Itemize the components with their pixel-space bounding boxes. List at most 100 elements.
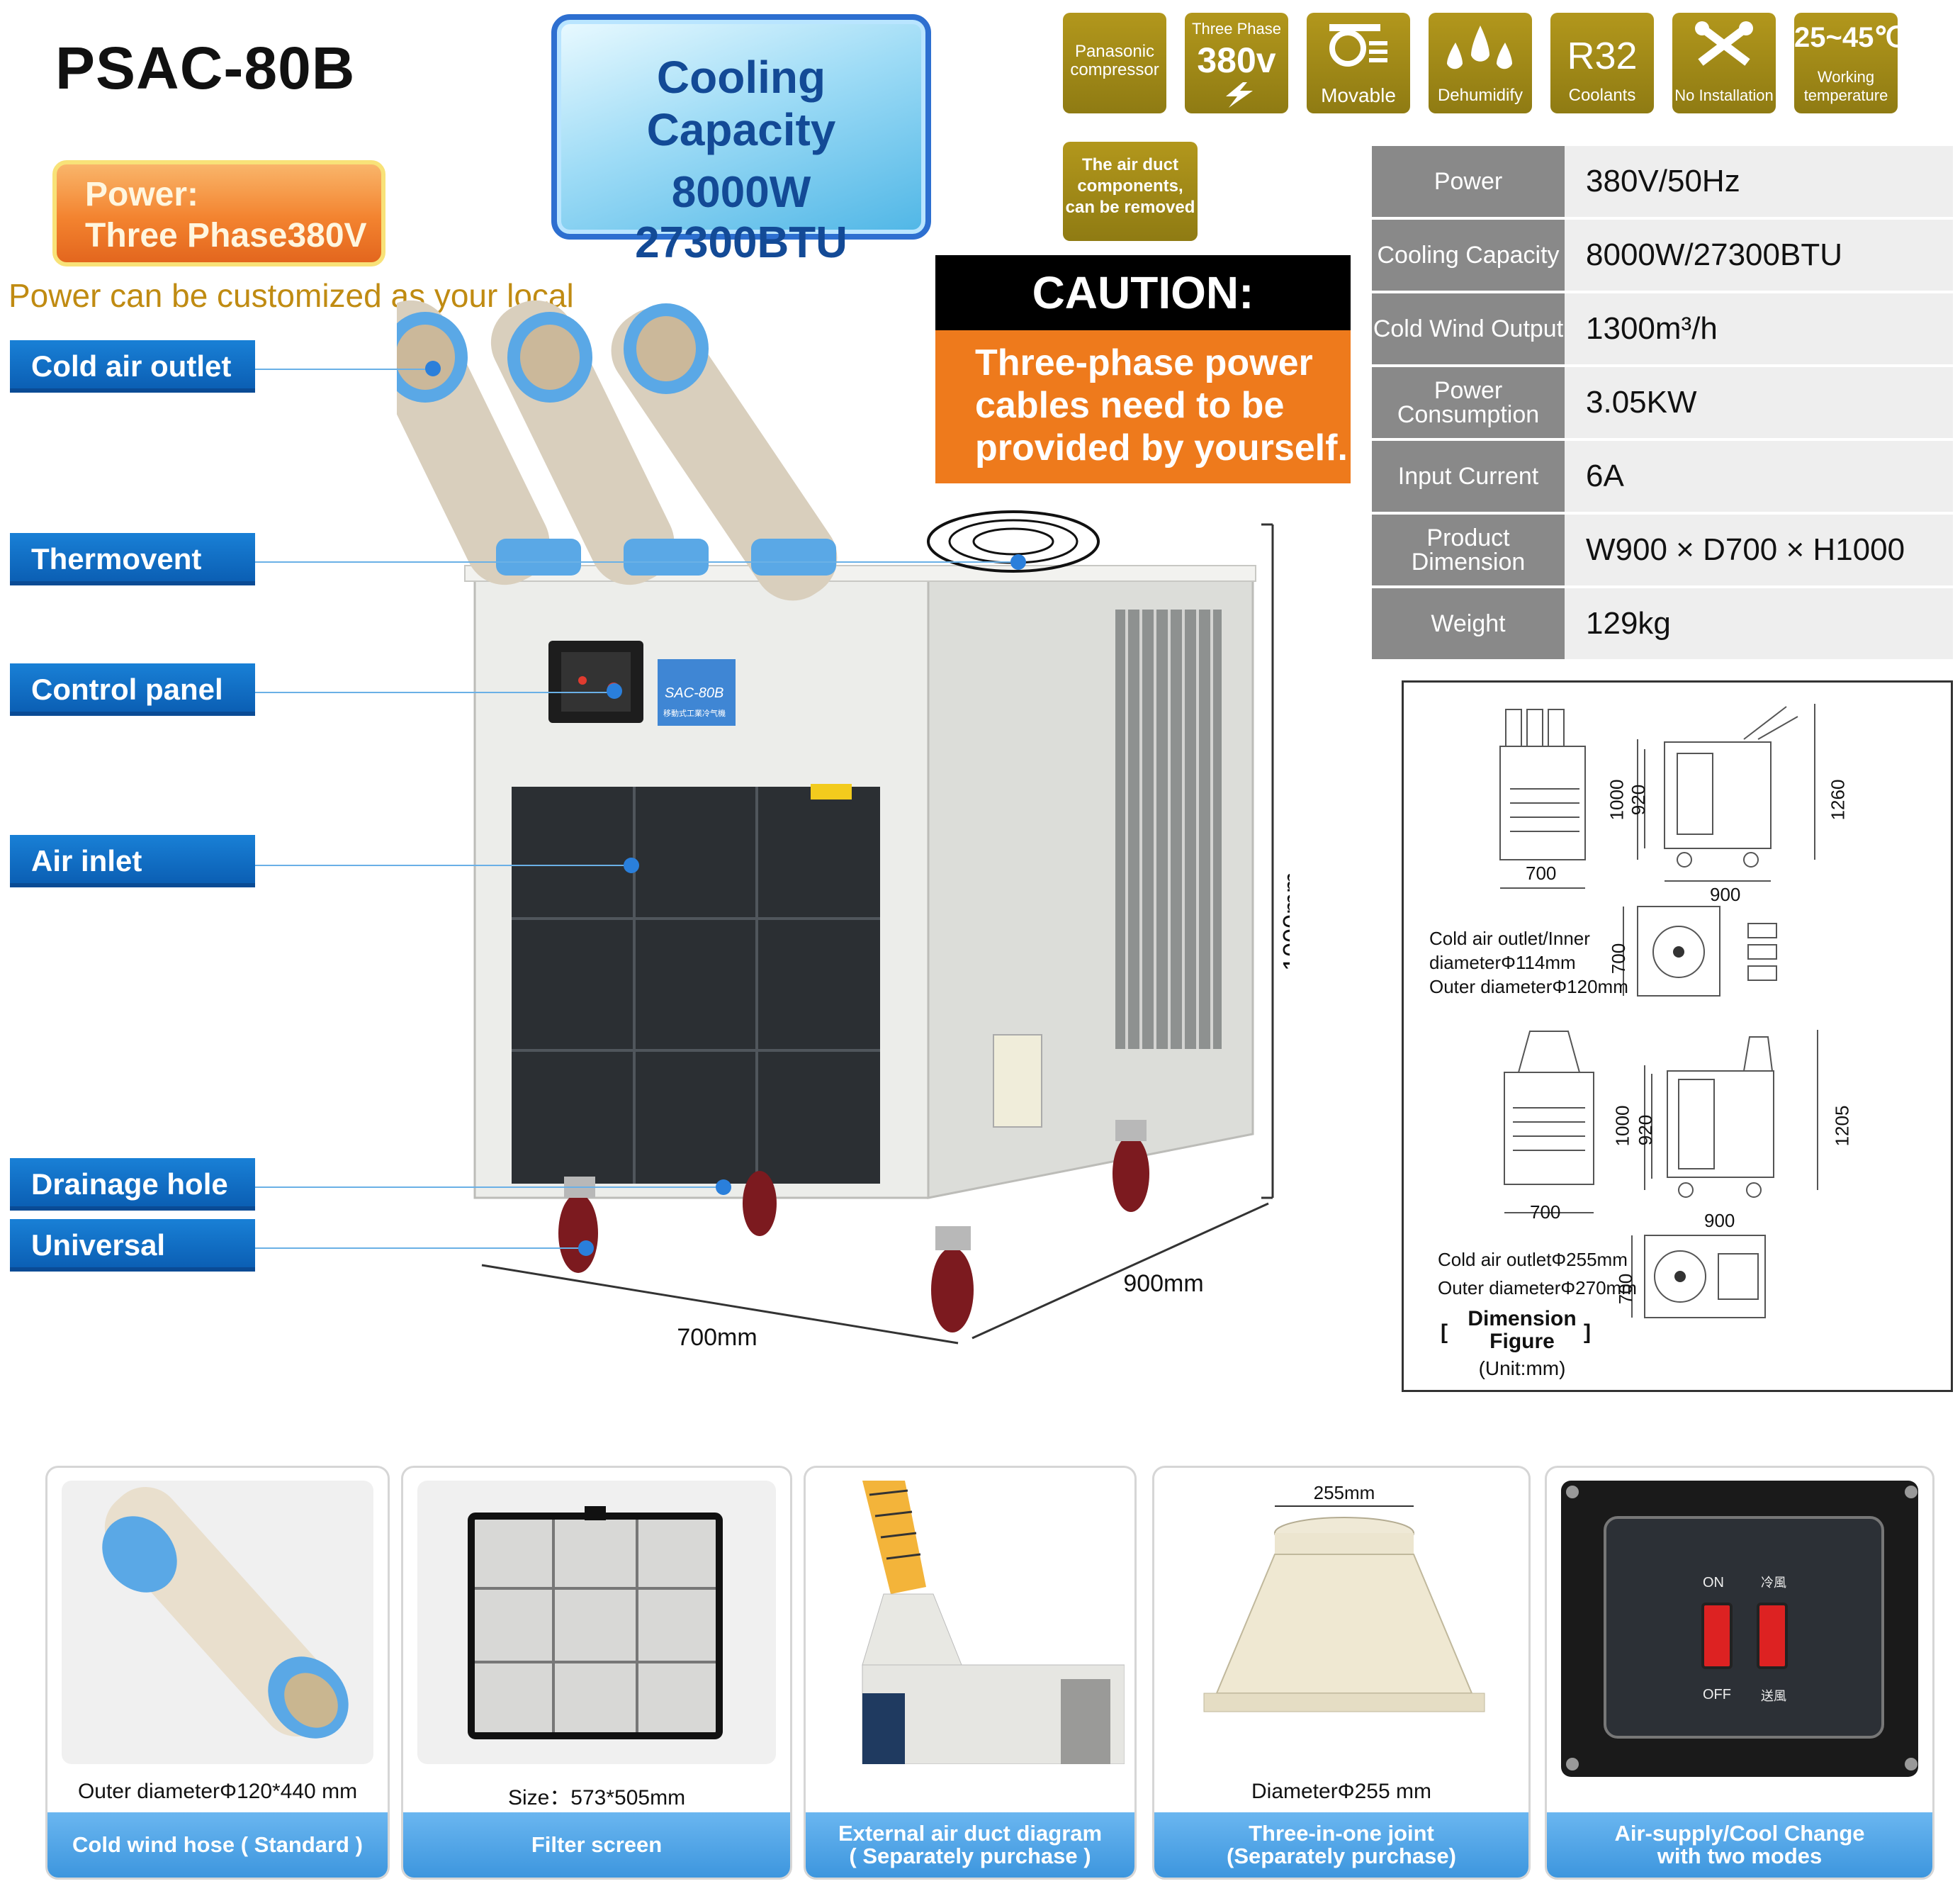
outlet-note-2: Cold air outletΦ255mm Outer diameterΦ270… bbox=[1438, 1245, 1637, 1302]
badge-big: 25~45℃ bbox=[1794, 22, 1906, 53]
card-footer: Filter screen bbox=[403, 1812, 790, 1878]
capacity-btu: 27300BTU bbox=[635, 218, 847, 267]
dim-label: 1260 bbox=[1827, 779, 1849, 821]
label-thermovent: Thermovent bbox=[10, 533, 255, 585]
filter-image bbox=[417, 1481, 776, 1764]
badge-top: Three Phase bbox=[1192, 20, 1281, 38]
label-air-inlet: Air inlet bbox=[10, 835, 255, 887]
dim-label: 920 bbox=[1628, 784, 1650, 816]
title-line: Figure bbox=[1489, 1330, 1555, 1353]
spec-key: Cold Wind Output bbox=[1372, 292, 1565, 367]
spec-value: 129kg bbox=[1565, 587, 1953, 662]
caution-line: Three-phase power bbox=[975, 342, 1313, 383]
power-label: Power: bbox=[85, 176, 199, 213]
footer-line: Air-supply/Cool Change bbox=[1614, 1821, 1865, 1846]
bracket-right: ] bbox=[1584, 1320, 1591, 1344]
badge-380v: Three Phase 380v bbox=[1185, 13, 1288, 113]
card-three-in-one-joint: 255mm DiameterΦ255 mm Three-in-one joint… bbox=[1152, 1466, 1531, 1880]
duct-icon bbox=[862, 1481, 1125, 1765]
note-line: Cold air outlet/Inner bbox=[1429, 928, 1590, 949]
switch-panel-icon: ON OFF 冷風 送風 bbox=[1566, 1486, 1917, 1771]
leader-line bbox=[255, 369, 431, 370]
duct-removable-badge: The air duct components, can be removed bbox=[1063, 142, 1198, 241]
marker-dot bbox=[624, 858, 639, 873]
switch-off-label: OFF bbox=[1703, 1687, 1731, 1702]
footer-line: (Separately purchase) bbox=[1227, 1844, 1456, 1868]
badge-big: 380v bbox=[1197, 40, 1276, 80]
nameplate-sub-text: 移動式工業冷气機 bbox=[663, 708, 726, 718]
footer-line: ( Separately purchase ) bbox=[849, 1844, 1091, 1868]
spec-key: Power bbox=[1372, 146, 1565, 220]
joint-icon: 255mm bbox=[1203, 1482, 1485, 1712]
marker-dot bbox=[578, 1240, 594, 1256]
marker-dot bbox=[607, 683, 622, 699]
lightning-icon bbox=[1226, 82, 1253, 108]
badge-label: No Installation bbox=[1674, 86, 1774, 104]
dim-label: 920 bbox=[1635, 1114, 1657, 1146]
card-caption: Outer diameterΦ120*440 mm bbox=[77, 1780, 358, 1803]
spec-value: 3.05KW bbox=[1565, 366, 1953, 441]
bracket-left: [ bbox=[1441, 1320, 1448, 1344]
spec-key: Product Dimension bbox=[1372, 513, 1565, 588]
dim-label: 900 bbox=[1704, 1210, 1735, 1231]
capacity-watts: 8000W bbox=[671, 168, 811, 217]
switch-fan-label: 送風 bbox=[1761, 1689, 1786, 1704]
badge-panasonic: Panasonic compressor bbox=[1063, 13, 1166, 113]
marker-dot bbox=[716, 1179, 731, 1195]
spec-key: Power Consumption bbox=[1372, 366, 1565, 441]
note-line: Cold air outletΦ255mm bbox=[1438, 1249, 1628, 1270]
badge-label: Movable bbox=[1321, 84, 1396, 106]
spec-value: 6A bbox=[1565, 439, 1953, 515]
footer-line: Three-in-one joint bbox=[1249, 1821, 1434, 1846]
dim-label: 1000 bbox=[1611, 1105, 1633, 1147]
spec-value: 8000W/27300BTU bbox=[1565, 218, 1953, 293]
spec-value: W900 × D700 × H1000 bbox=[1565, 513, 1953, 588]
hose-image bbox=[62, 1481, 373, 1764]
badge-big: R32 bbox=[1567, 35, 1638, 77]
note-line: diameterΦ114mm bbox=[1429, 952, 1576, 973]
wheel-icon bbox=[1329, 24, 1387, 67]
model-title: PSAC-80B bbox=[55, 35, 356, 101]
dim-label: 700 bbox=[1530, 1201, 1561, 1223]
note-line: Outer diameterΦ120mm bbox=[1429, 976, 1628, 997]
power-value: Three Phase380V bbox=[85, 217, 367, 254]
joint-image: 255mm bbox=[1168, 1481, 1514, 1764]
capacity-title: Cooling Capacity bbox=[646, 52, 836, 155]
badge-movable: Movable bbox=[1307, 13, 1410, 113]
card-filter-screen: Size：573*505mm Filter screen bbox=[401, 1466, 792, 1880]
spec-value: 1300m³/h bbox=[1565, 292, 1953, 367]
outlet-note-1: Cold air outlet/Inner diameterΦ114mm Out… bbox=[1429, 926, 1628, 999]
width-dimension: 900mm bbox=[1123, 1270, 1203, 1297]
label-universal-caster: Universal caster bbox=[10, 1219, 255, 1314]
switch-on-label: ON bbox=[1703, 1575, 1724, 1590]
product-illustration: SAC-80B 移動式工業冷气機 1000mm 900mm 700mm bbox=[397, 300, 1290, 1351]
joint-top-dimension: 255mm bbox=[1314, 1482, 1375, 1503]
leader-line bbox=[255, 1247, 581, 1249]
badge-no-installation: No Installation bbox=[1672, 13, 1776, 113]
dim-label: 700 bbox=[1526, 863, 1557, 884]
caution-title: CAUTION: bbox=[935, 255, 1351, 330]
cooling-capacity-box: Cooling Capacity 8000W 27300BTU bbox=[551, 14, 931, 267]
dim-label: 1205 bbox=[1831, 1105, 1853, 1147]
badge-dehumidify: Dehumidify bbox=[1429, 13, 1532, 113]
dim-label: 1000 bbox=[1606, 779, 1628, 821]
leader-line bbox=[255, 692, 609, 693]
badge-label: Panasonic compressor bbox=[1070, 42, 1159, 79]
dim-label: 900 bbox=[1710, 884, 1741, 905]
switch-cool-label: 冷風 bbox=[1761, 1576, 1786, 1590]
footer-line: External air duct diagram bbox=[838, 1821, 1103, 1846]
dimension-drawings bbox=[1499, 704, 1818, 1318]
leader-line bbox=[255, 1186, 723, 1188]
badge-r32: R32 Coolants bbox=[1550, 13, 1654, 113]
dimension-unit: (Unit:mm) bbox=[1478, 1357, 1566, 1379]
dimension-figure: 700 1000 920 1260 900 700 Cold air outle… bbox=[1402, 680, 1953, 1392]
card-footer: External air duct diagram( Separately pu… bbox=[806, 1812, 1134, 1878]
